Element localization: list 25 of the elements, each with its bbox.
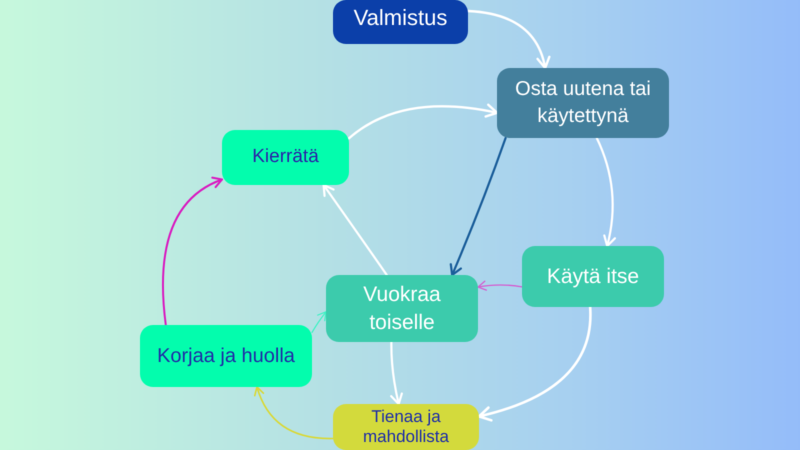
step-box — [522, 246, 664, 307]
step-box — [497, 68, 669, 138]
arrow — [348, 104, 498, 140]
arrow — [466, 10, 550, 70]
step-label: Vuokraa toiselle — [362, 282, 442, 336]
step-box — [140, 325, 312, 387]
step-label: Käytä itse — [546, 264, 640, 290]
step-label: Kierrätä — [252, 146, 319, 169]
arrow — [390, 340, 404, 406]
arrow — [478, 306, 592, 422]
step-label: Osta uutena tai käytettynä — [514, 77, 652, 129]
step-label: Korjaa ja huolla — [157, 344, 295, 368]
step-box — [222, 130, 349, 185]
step-label: Valmistus — [354, 4, 448, 32]
arrow — [596, 136, 616, 248]
step-box — [333, 0, 468, 44]
step-box — [333, 404, 479, 450]
arrow — [477, 280, 523, 291]
arrow — [311, 311, 327, 334]
arrow — [450, 136, 507, 276]
arrow — [254, 386, 334, 440]
step-box — [326, 275, 478, 342]
arrow — [162, 177, 223, 326]
step-label: Tienaa ja mahdollista — [362, 406, 450, 448]
arrow — [322, 184, 388, 276]
